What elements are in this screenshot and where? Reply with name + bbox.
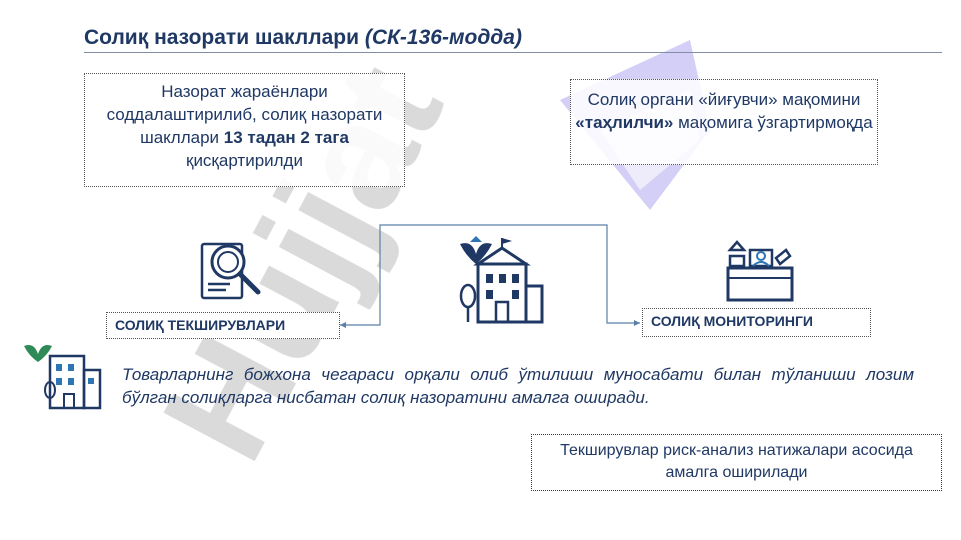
government-building-icon (459, 236, 544, 324)
description-text: Товарларнинг божхона чегараси орқали оли… (122, 365, 914, 407)
small-building-icon (24, 345, 102, 410)
page-title: Солиқ назорати шакллари (СК-136-модда) (84, 26, 522, 49)
label-tax-inspections: СОЛИҚ ТЕКШИРУВЛАРИ (106, 312, 340, 339)
simplification-box: Назорат жараёнлари соддалаштирилиб, соли… (84, 73, 405, 187)
page-title-article: (СК-136-модда) (364, 26, 522, 49)
magnifier-document-icon (200, 242, 261, 300)
title-divider (84, 52, 942, 53)
label-tax-monitoring: СОЛИҚ МОНИТОРИНГИ (642, 308, 871, 337)
office-desk-icon (726, 240, 794, 302)
analyst-status-box: Солиқ органи «йиғувчи» мақомини «таҳлилч… (570, 79, 878, 165)
risk-analysis-note: Текширувлар риск-анализ натижалари асоси… (531, 434, 942, 491)
